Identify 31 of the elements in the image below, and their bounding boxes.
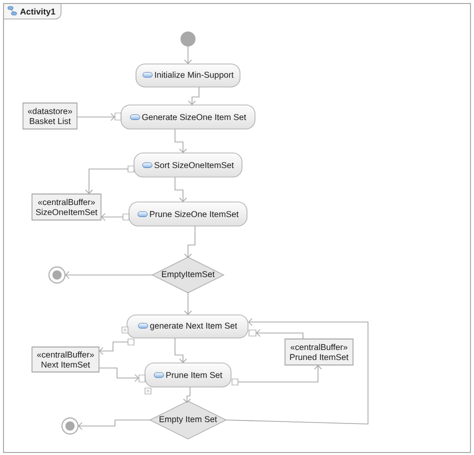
action-box: Prune Item Set bbox=[144, 362, 232, 388]
object-box: «centralBuffer» Pruned ItemSet bbox=[284, 338, 354, 366]
object-box: «centralBuffer» SizeOneItemSet bbox=[32, 194, 102, 220]
action-box: generate Next Item Set bbox=[126, 314, 248, 338]
arrow bbox=[65, 271, 154, 279]
arrow bbox=[183, 386, 191, 403]
arrow bbox=[98, 368, 139, 382]
arrow bbox=[184, 226, 196, 258]
arrow bbox=[238, 364, 322, 382]
arrow bbox=[184, 46, 192, 64]
arrow bbox=[174, 176, 187, 202]
arrow bbox=[256, 329, 304, 340]
arrow bbox=[78, 420, 150, 430]
arrow bbox=[226, 318, 368, 424]
arrow bbox=[85, 168, 128, 194]
action-box: Prune SizeOne ItemSet bbox=[128, 202, 248, 226]
arrow bbox=[174, 338, 187, 363]
arrow bbox=[101, 213, 124, 221]
arrow bbox=[99, 342, 128, 355]
action-box: Sort SizeOneItemSet bbox=[134, 152, 242, 178]
action-box: Initialize Min-Support bbox=[136, 64, 240, 88]
final-node bbox=[48, 266, 66, 284]
object-box: «datastore» Basket List bbox=[22, 102, 78, 130]
final-node bbox=[61, 417, 79, 435]
arrow bbox=[174, 128, 187, 153]
arrow bbox=[76, 113, 115, 121]
initial-node bbox=[180, 32, 196, 46]
object-box: «centralBuffer» Next ItemSet bbox=[32, 346, 100, 372]
arrow bbox=[184, 292, 192, 315]
arrow bbox=[188, 86, 200, 105]
action-box: Generate SizeOne Item Set bbox=[120, 104, 256, 130]
